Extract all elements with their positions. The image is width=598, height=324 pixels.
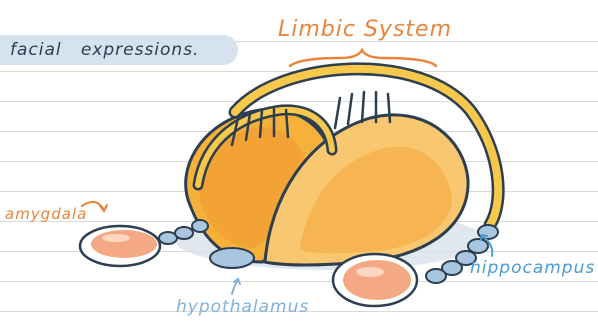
label-hippocampus: hippocampus [470,258,595,278]
label-hypothalamus: hypothalamus [176,297,309,317]
label-amygdala: amygdala [5,205,87,223]
amygdala-shape [80,226,160,266]
hypothalamus-shape [210,248,254,268]
mammillary-body-shape [333,254,417,306]
